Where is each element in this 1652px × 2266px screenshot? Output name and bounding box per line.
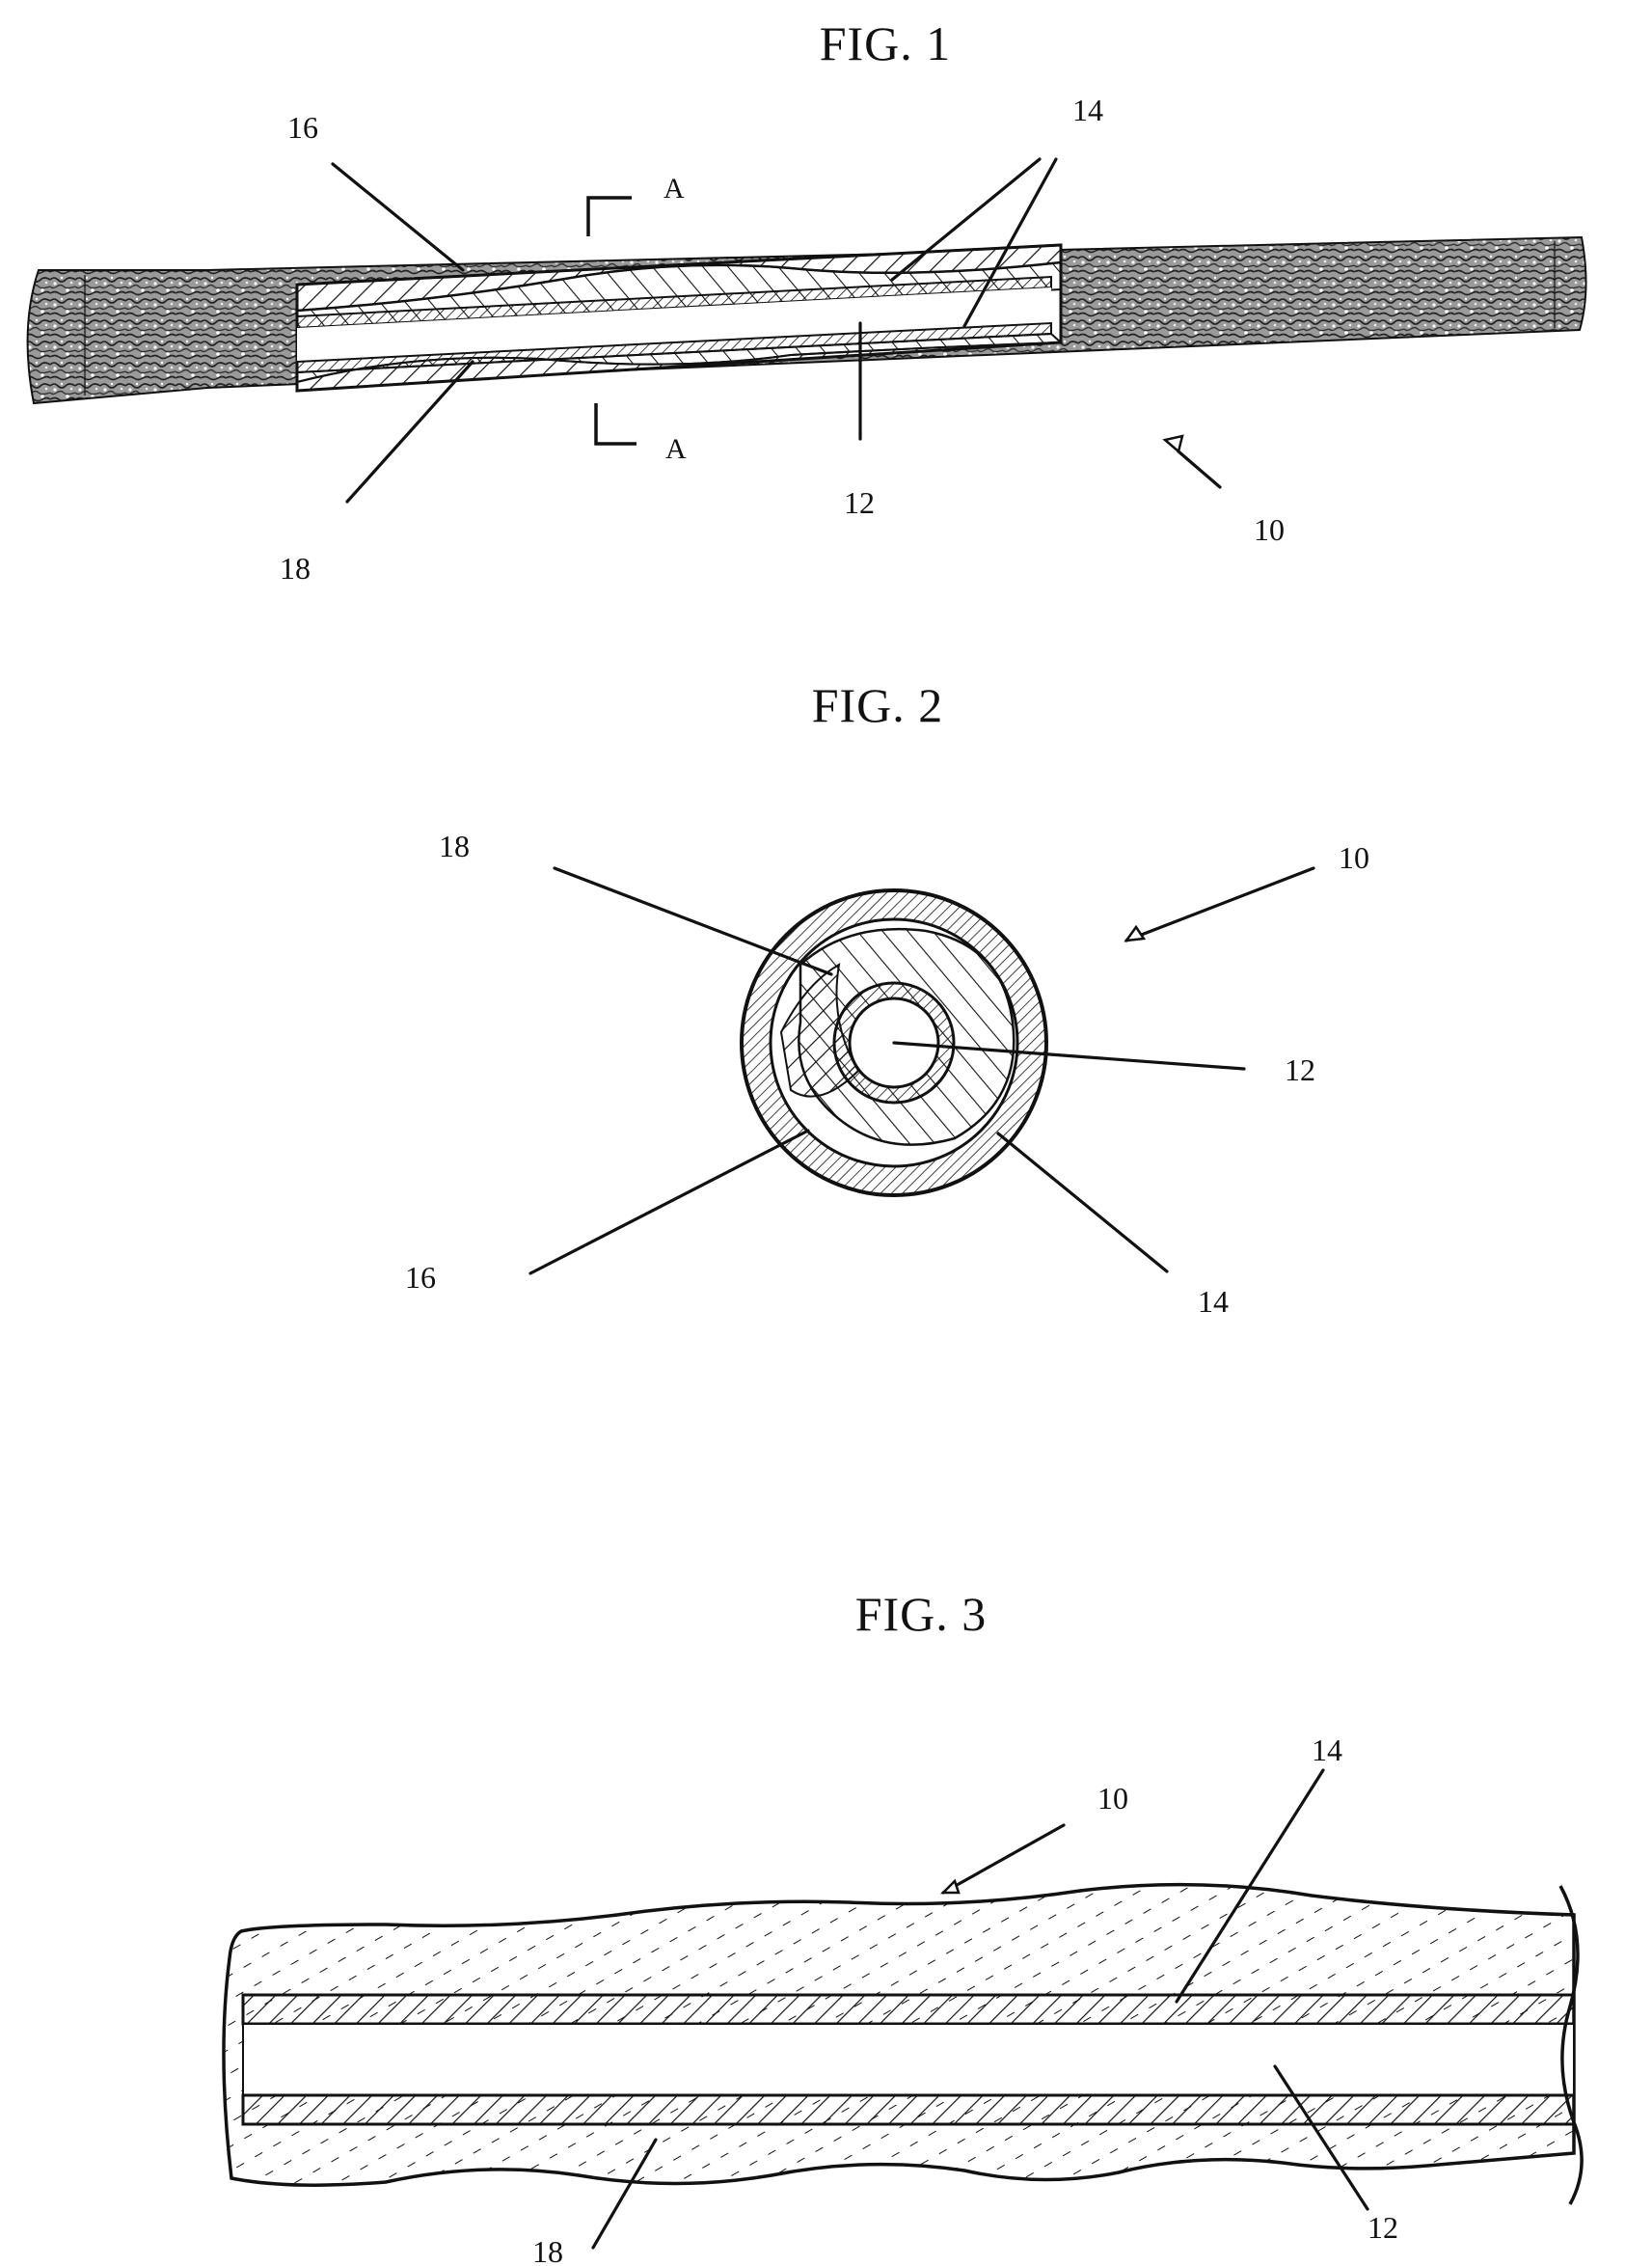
section-mark-bottom: A xyxy=(665,433,687,465)
section-mark-top: A xyxy=(664,173,685,205)
figure-3: FIG. 3 10 14 12 18 xyxy=(224,1587,1582,2266)
fig3-ref-10: 10 xyxy=(1097,1781,1128,1816)
fig1-ref-16: 16 xyxy=(287,110,318,145)
figure-2-title: FIG. 2 xyxy=(812,678,944,732)
fig3-ref-18: 18 xyxy=(532,2234,563,2266)
fig2-ref-16: 16 xyxy=(405,1260,436,1295)
fig2-ref-18: 18 xyxy=(439,829,470,863)
figure-2: FIG. 2 18 10 12 16 14 xyxy=(405,678,1369,1319)
fig1-ref-12: 12 xyxy=(844,485,875,520)
fig2-ref-10: 10 xyxy=(1339,840,1369,875)
fig2-ref-12: 12 xyxy=(1285,1052,1315,1087)
fig1-ref-14: 14 xyxy=(1072,93,1103,127)
figure-1-title: FIG. 1 xyxy=(820,16,952,70)
fig3-ref-14: 14 xyxy=(1312,1733,1342,1767)
fig1-ref-10: 10 xyxy=(1254,512,1285,547)
fig3-ref-12: 12 xyxy=(1368,2210,1398,2245)
figure-3-title: FIG. 3 xyxy=(855,1587,988,1641)
fig1-ref-18: 18 xyxy=(280,551,311,586)
fig2-ref-14: 14 xyxy=(1198,1284,1229,1319)
fig3-longitudinal-section xyxy=(224,1885,1582,2204)
figure-1: FIG. 1 A xyxy=(28,16,1586,586)
